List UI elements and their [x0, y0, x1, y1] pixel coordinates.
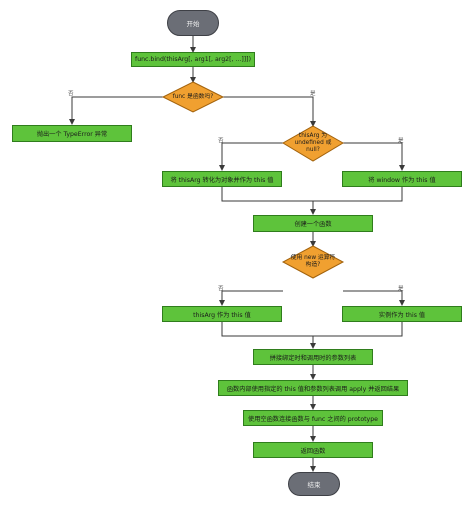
- end-terminal: 结束: [288, 472, 340, 496]
- end-label: 结束: [307, 481, 321, 489]
- decision-use-new-shape: [281, 245, 345, 279]
- use-new-yes-label: 是: [398, 286, 404, 292]
- instance-as-this-label: 实例作为 this 值: [378, 311, 426, 319]
- connector-merge-1: [221, 187, 403, 202]
- connector-undef-no: [219, 142, 283, 171]
- thisarg-as-this-box: thisArg 作为 this 值: [162, 306, 282, 322]
- concat-args-label: 拼接绑定时和调用时的参数列表: [269, 354, 357, 362]
- bind-call-label: func.bind(thisArg[, arg1[, arg2[, ...]]]…: [135, 56, 251, 63]
- thisarg-to-object-box: 将 thisArg 转化为对象并作为 this 值: [162, 171, 282, 187]
- connector-usenew-yes: [343, 290, 405, 306]
- connector-usenew-no: [219, 290, 283, 306]
- is-function-label: func 是函数吗?: [172, 93, 214, 100]
- use-new-no-label: 否: [218, 286, 224, 292]
- start-label: 开始: [186, 20, 200, 28]
- throw-typeerror-box: 抛出一个 TypeError 异常: [12, 125, 132, 142]
- return-function-label: 返回函数: [300, 447, 326, 455]
- connector-isfunc-yes: [223, 96, 316, 127]
- concat-args-box: 拼接绑定时和调用时的参数列表: [253, 349, 373, 365]
- thisarg-to-object-label: 将 thisArg 转化为对象并作为 this 值: [170, 176, 274, 184]
- prototype-link-box: 使用空函数连接函数与 func 之间的 prototype: [243, 410, 383, 426]
- connector-undef-yes: [343, 142, 405, 171]
- connector-isfunc-no: [69, 96, 163, 125]
- create-function-label: 创建一个函数: [294, 221, 332, 228]
- is-function-no-label: 否: [68, 91, 74, 97]
- create-function-box: 创建一个函数: [253, 215, 373, 232]
- decision-is-function-shape: [161, 81, 225, 113]
- window-as-this-label: 将 window 作为 this 值: [368, 176, 436, 184]
- return-function-box: 返回函数: [253, 442, 373, 458]
- apply-call-label: 函数内部使用指定的 this 值和参数列表调用 apply 并返回结果: [226, 385, 400, 393]
- apply-call-box: 函数内部使用指定的 this 值和参数列表调用 apply 并返回结果: [218, 380, 408, 396]
- use-new-label: 使用 new 运算符 构造?: [290, 255, 336, 268]
- window-as-this-box: 将 window 作为 this 值: [342, 171, 462, 187]
- prototype-link-label: 使用空函数连接函数与 func 之间的 prototype: [248, 415, 378, 423]
- bind-call-box: func.bind(thisArg[, arg1[, arg2[, ...]]]…: [131, 52, 255, 67]
- connector-merge-2: [221, 322, 403, 337]
- undefined-yes-label: 是: [398, 138, 404, 144]
- thisarg-as-this-label: thisArg 作为 this 值: [193, 311, 251, 319]
- instance-as-this-box: 实例作为 this 值: [342, 306, 462, 322]
- is-function-yes-label: 是: [310, 91, 316, 97]
- throw-typeerror-label: 抛出一个 TypeError 异常: [36, 131, 108, 138]
- undefined-no-label: 否: [218, 138, 224, 144]
- start-terminal: 开始: [167, 10, 219, 36]
- decision-thisarg-undefined-shape: [282, 125, 344, 162]
- thisarg-undefined-label: thisArg 为 undefined 或 null?: [294, 132, 332, 153]
